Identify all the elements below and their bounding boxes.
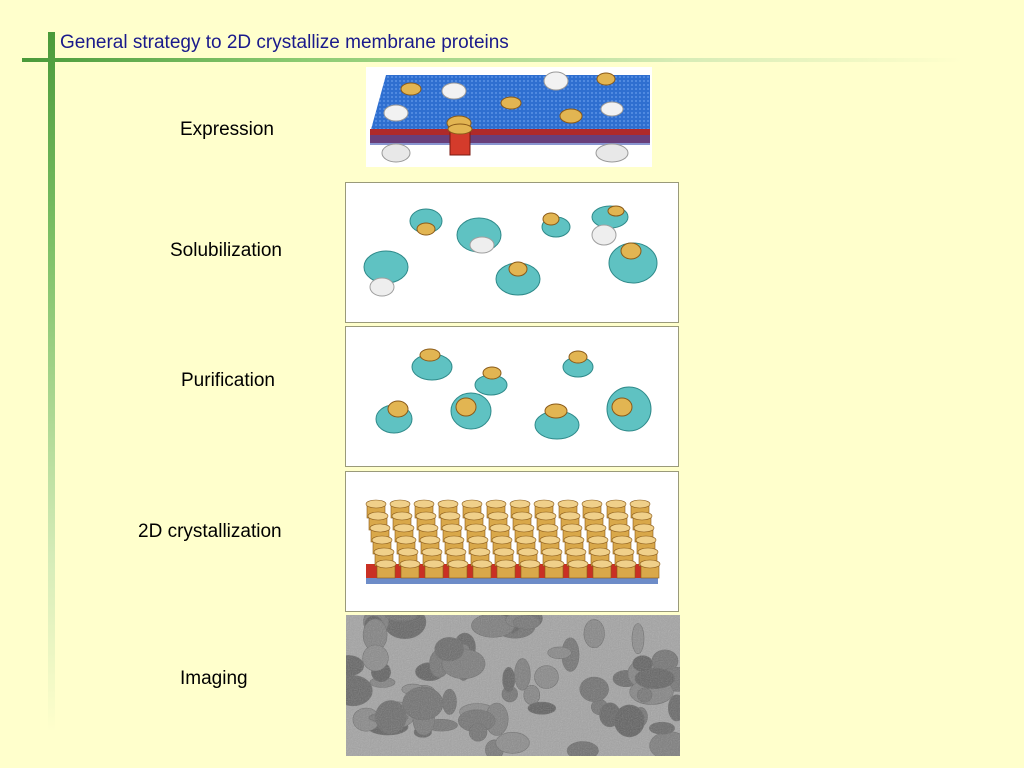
lattice-protein-top <box>421 547 443 557</box>
accent-vertical-bar <box>48 32 55 732</box>
lattice-protein-top <box>563 535 585 545</box>
lattice-protein-top <box>445 547 467 557</box>
lattice-protein-top <box>417 523 439 533</box>
lattice-protein-top <box>611 535 633 545</box>
lattice-protein-top <box>439 511 461 521</box>
lattice-protein-top <box>423 559 445 569</box>
lattice-protein-top <box>465 523 487 533</box>
lattice-protein-top <box>373 547 395 557</box>
step-label-expression: Expression <box>180 119 274 140</box>
lattice-protein-top <box>365 499 387 509</box>
detergent-micelles-image <box>363 205 658 297</box>
lattice-protein-top <box>461 499 483 509</box>
purification-illustration <box>345 326 679 467</box>
lattice-protein-top <box>609 523 631 533</box>
lattice-protein-top <box>469 547 491 557</box>
step-label-purification: Purification <box>181 370 275 391</box>
expression-illustration <box>366 67 652 167</box>
lattice-protein-top <box>637 547 659 557</box>
lattice-protein-top <box>415 511 437 521</box>
step-label-2d-crystallization: 2D crystallization <box>138 521 282 542</box>
lattice-protein-top <box>589 547 611 557</box>
lattice-protein-top <box>369 523 391 533</box>
lattice-protein-top <box>631 511 653 521</box>
lattice-protein-top <box>419 535 441 545</box>
imaging-micrograph <box>346 615 680 756</box>
lattice-protein-top <box>495 559 517 569</box>
lattice-protein-top <box>543 559 565 569</box>
lattice-protein-top <box>397 547 419 557</box>
lattice-protein-top <box>561 523 583 533</box>
lattice-protein-top <box>539 535 561 545</box>
crystallization-illustration <box>345 471 679 612</box>
lattice-proteins <box>365 499 661 579</box>
lattice-protein-top <box>463 511 485 521</box>
lattice-protein-top <box>559 511 581 521</box>
step-label-imaging: Imaging <box>180 668 248 689</box>
lattice-protein-top <box>515 535 537 545</box>
slide-title: General strategy to 2D crystallize membr… <box>60 32 509 53</box>
lattice-protein-top <box>607 511 629 521</box>
lattice-protein-top <box>537 523 559 533</box>
lattice-protein-top <box>489 523 511 533</box>
lattice-protein-top <box>605 499 627 509</box>
lattice-protein-top <box>585 523 607 533</box>
lattice-protein-top <box>591 559 613 569</box>
membrane-slab-image <box>370 71 650 163</box>
lattice-protein-top <box>519 559 541 569</box>
lattice-protein-top <box>635 535 657 545</box>
lattice-protein-top <box>533 499 555 509</box>
accent-horizontal-bar <box>22 58 962 62</box>
lattice-protein-top <box>467 535 489 545</box>
lattice-protein-top <box>491 535 513 545</box>
electron-micrograph-image <box>346 615 680 756</box>
lattice-protein-top <box>393 523 415 533</box>
lattice-protein-top <box>565 547 587 557</box>
lattice-protein-top <box>437 499 459 509</box>
lattice-protein-top <box>587 535 609 545</box>
lattice-protein-top <box>399 559 421 569</box>
lattice-protein-top <box>391 511 413 521</box>
lattice-protein-top <box>517 547 539 557</box>
lattice-protein-top <box>629 499 651 509</box>
lattice-protein-top <box>567 559 589 569</box>
lattice-protein-top <box>371 535 393 545</box>
lattice-protein-top <box>441 523 463 533</box>
lattice-protein-top <box>639 559 661 569</box>
solubilization-illustration <box>345 182 679 323</box>
lattice-protein-top <box>367 511 389 521</box>
lattice-protein-top <box>487 511 509 521</box>
lattice-protein-top <box>513 523 535 533</box>
lattice-protein-top <box>633 523 655 533</box>
lattice-protein-top <box>443 535 465 545</box>
lattice-protein-top <box>511 511 533 521</box>
step-label-solubilization: Solubilization <box>170 240 282 261</box>
lattice-protein-top <box>395 535 417 545</box>
lattice-protein-top <box>485 499 507 509</box>
lattice-protein-top <box>471 559 493 569</box>
lattice-protein-top <box>389 499 411 509</box>
lattice-protein-top <box>615 559 637 569</box>
lattice-protein-top <box>493 547 515 557</box>
lattice-protein-top <box>583 511 605 521</box>
lattice-protein-top <box>375 559 397 569</box>
crystal-lattice-image <box>365 499 661 584</box>
lattice-protein-top <box>413 499 435 509</box>
lattice-protein-top <box>447 559 469 569</box>
lattice-protein-top <box>581 499 603 509</box>
lattice-protein-top <box>541 547 563 557</box>
purified-micelles-image <box>375 348 652 440</box>
lattice-protein-top <box>535 511 557 521</box>
lattice-protein-top <box>557 499 579 509</box>
lattice-protein-top <box>613 547 635 557</box>
lattice-protein-top <box>509 499 531 509</box>
